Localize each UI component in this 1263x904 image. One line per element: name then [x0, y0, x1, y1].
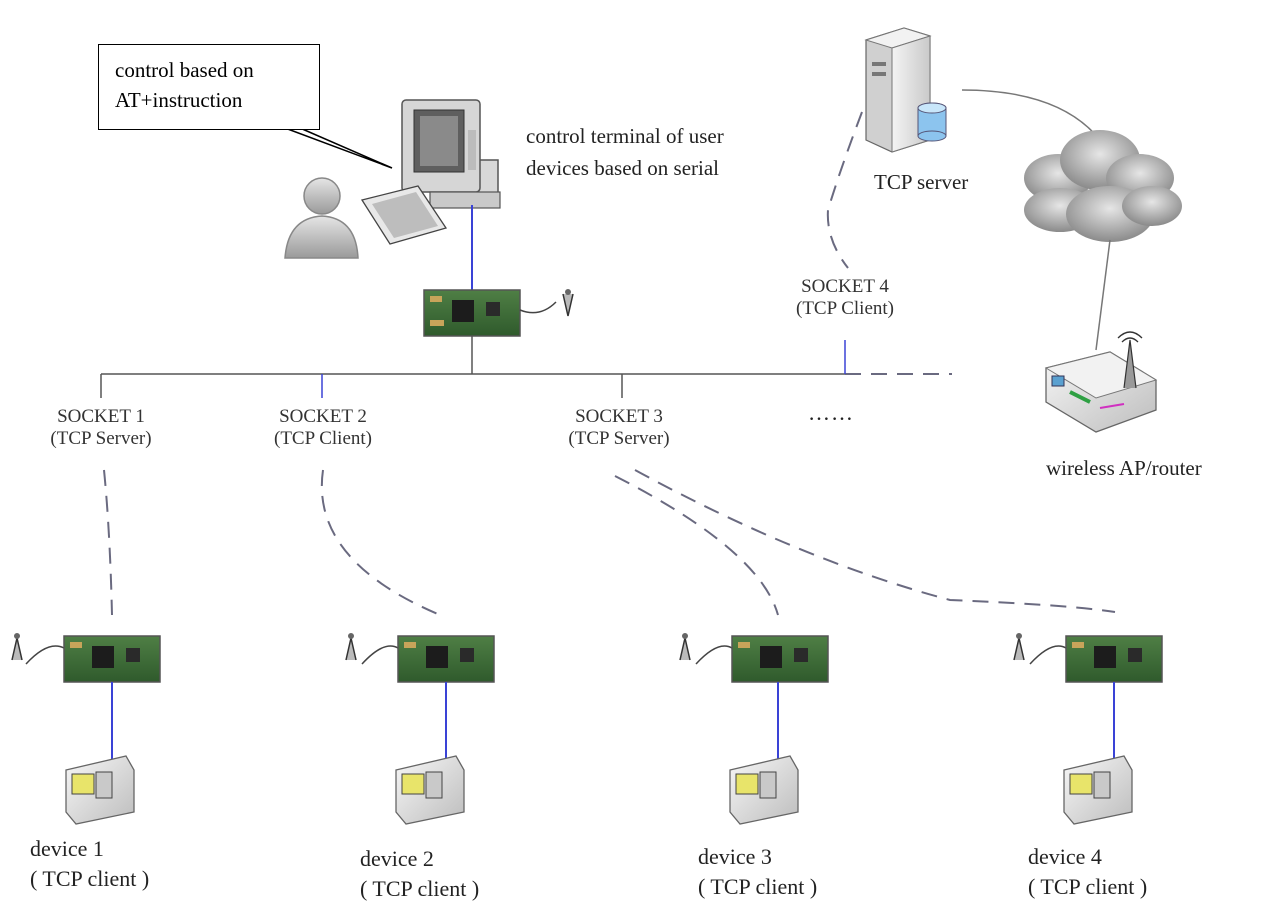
antenna-icon: [562, 289, 574, 317]
control-terminal-line-2: devices based on serial: [526, 156, 720, 180]
callout-line-1: control based on: [115, 58, 254, 82]
device-1-icon: [65, 755, 135, 825]
socket-4-label: SOCKET 4 (TCP Client): [784, 276, 906, 320]
device-4-role: ( TCP client ): [1028, 874, 1148, 899]
computer-icon: [360, 99, 501, 245]
control-terminal-line-1: control terminal of user: [526, 124, 724, 148]
user-icon: [284, 177, 359, 259]
device-1-name: device 1: [30, 836, 104, 861]
cloud-icon: [1024, 130, 1182, 242]
device-3-label: device 3 ( TCP client ): [698, 842, 817, 902]
device-1-role: ( TCP client ): [30, 866, 150, 891]
device-1-module: [11, 633, 161, 762]
device-4-label: device 4 ( TCP client ): [1028, 842, 1147, 902]
socket2-dashed-link: [320, 469, 441, 616]
device-3-module: [679, 633, 829, 762]
server-cloud-link: [961, 89, 1101, 141]
socket-2-role: (TCP Client): [274, 428, 372, 449]
more-sockets-ellipsis: ……: [808, 400, 854, 425]
socket-2-name: SOCKET 2: [279, 406, 367, 427]
socket-3-name: SOCKET 3: [575, 406, 663, 427]
device-2-icon: [395, 755, 465, 825]
device-2-role: ( TCP client ): [360, 876, 480, 901]
socket-1-role: (TCP Server): [50, 428, 152, 449]
router-icon: [1044, 331, 1158, 433]
device-2-module: [345, 633, 495, 762]
control-terminal-label: control terminal of user devices based o…: [526, 120, 724, 184]
socket-bus: [100, 336, 952, 398]
socket-3-role: (TCP Server): [568, 428, 670, 449]
cloud-router-link: [1095, 239, 1111, 351]
device-4-module: [1013, 633, 1163, 762]
callout-pointer: [284, 127, 393, 169]
device-3-name: device 3: [698, 844, 772, 869]
wireless-ap-label: wireless AP/router: [1046, 456, 1202, 480]
socket1-dashed-link: [103, 469, 113, 616]
socket3-device4-dashed-link: [634, 469, 1116, 613]
socket-4-name: SOCKET 4: [801, 276, 889, 297]
device-4-name: device 4: [1028, 844, 1102, 869]
tcp-server-label: TCP server: [874, 170, 969, 194]
device-2-label: device 2 ( TCP client ): [360, 844, 479, 904]
socket-4-role: (TCP Client): [796, 298, 894, 319]
top-module: [423, 289, 557, 337]
socket4-dashed-link: [826, 111, 863, 269]
device-3-icon: [729, 755, 799, 825]
server-icon: [864, 27, 947, 153]
callout-line-2: AT+instruction: [115, 88, 243, 112]
socket-1-name: SOCKET 1: [57, 406, 145, 427]
socket3-device3-dashed-link: [614, 475, 779, 616]
device-1-label: device 1 ( TCP client ): [30, 834, 149, 894]
device-3-role: ( TCP client ): [698, 874, 818, 899]
callout-box: control based on AT+instruction: [98, 44, 320, 130]
socket-1-label: SOCKET 1 (TCP Server): [40, 406, 162, 450]
socket-3-label: SOCKET 3 (TCP Server): [558, 406, 680, 450]
device-4-icon: [1063, 755, 1133, 825]
socket-2-label: SOCKET 2 (TCP Client): [262, 406, 384, 450]
device-2-name: device 2: [360, 846, 434, 871]
